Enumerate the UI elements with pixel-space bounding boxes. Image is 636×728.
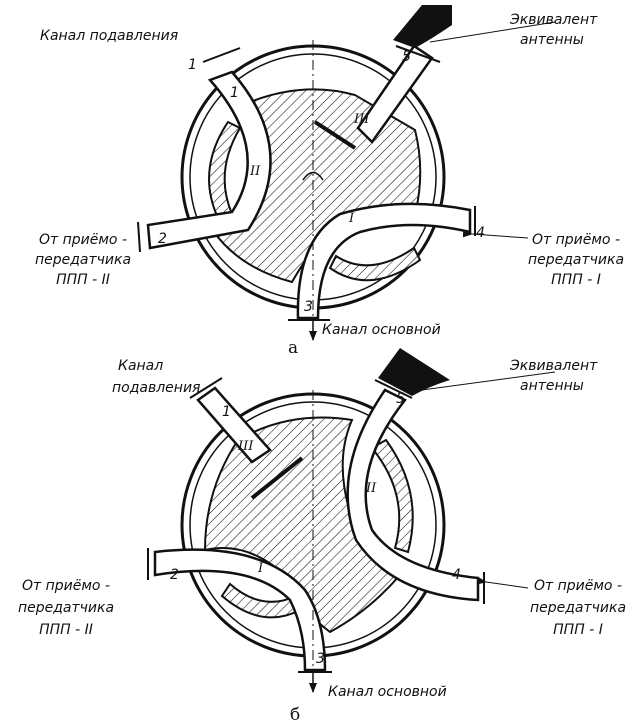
rotation-mark-a [302, 171, 324, 181]
port-b-1: 1 [222, 404, 231, 420]
roman-b-I: I [258, 561, 264, 576]
label-a-right-1: От приёмо - [531, 232, 620, 248]
port-a-5-flange [395, 45, 441, 63]
stub-a [313, 120, 357, 150]
stub-b [250, 456, 304, 500]
crescent-a-left [208, 120, 242, 220]
label-b-left-1: От приёмо - [21, 578, 110, 594]
waveguide-b-I [153, 548, 327, 672]
diagram-b [147, 348, 556, 693]
port-a-1-inner: 1 [230, 85, 239, 101]
waveguide-b-II [346, 388, 480, 602]
caption-b: б [290, 705, 301, 725]
label-b-left-3: ППП - II [39, 622, 93, 638]
label-a-left-2: передатчика [34, 252, 132, 268]
port-a-1-flange [202, 47, 241, 63]
waveguide-a-III [356, 44, 434, 144]
label-a-right-3: ППП - I [551, 272, 601, 288]
port-a-3: 3 [304, 299, 313, 315]
crescent-a-bottom [328, 246, 422, 282]
waveguide-b-III [196, 386, 272, 464]
roman-b-II: II [366, 481, 377, 496]
port-a-2: 2 [158, 231, 167, 247]
label-b-main: Канал основной [328, 684, 447, 700]
label-b-suppression-1: Канал [118, 358, 164, 374]
port-b-5: 5 [396, 391, 405, 407]
leader-b-antenna [421, 371, 556, 391]
leader-a-ppp1 [462, 229, 529, 239]
port-b-5-flange [374, 379, 413, 399]
antenna-load-b [378, 348, 450, 396]
port-b-3: 3 [316, 651, 325, 667]
roman-b-III: III [238, 439, 254, 454]
label-a-suppression: Канал подавления [40, 28, 179, 44]
port-b-2: 2 [170, 567, 179, 583]
port-a-4: 4 [476, 225, 485, 241]
label-b-antenna-2: антенны [520, 378, 584, 394]
port-a-2-flange [137, 221, 141, 253]
label-a-antenna-2: антенны [520, 32, 584, 48]
port-a-1: 1 [188, 57, 197, 73]
roman-a-III: III [354, 112, 370, 127]
leader-a-antenna [429, 21, 556, 43]
label-b-suppression-2: подавления [112, 380, 201, 396]
waveguide-a-II [146, 70, 272, 250]
port-b-1-flange [189, 377, 223, 399]
waveguide-a-I [296, 202, 472, 320]
label-a-main: Канал основной [322, 322, 441, 338]
label-b-antenna-1: Эквивалент [510, 358, 598, 374]
label-b-right-2: передатчика [529, 600, 627, 616]
label-a-right-2: передатчика [527, 252, 625, 268]
label-b-right-3: ППП - I [553, 622, 603, 638]
label-b-right-1: От приёмо - [533, 578, 622, 594]
crescent-b-right [370, 438, 414, 554]
leader-b-ppp1 [476, 576, 529, 589]
roman-a-I: I [349, 211, 355, 226]
diagram-a [137, 5, 556, 341]
label-a-antenna-1: Эквивалент [510, 12, 598, 28]
port-b-4: 4 [452, 567, 461, 583]
caption-a: а [288, 338, 299, 358]
port-a-5: 5 [402, 49, 411, 65]
label-b-left-2: передатчика [17, 600, 115, 616]
roman-a-II: II [250, 164, 261, 179]
label-a-left-3: ППП - II [56, 272, 110, 288]
label-a-left-1: От приёмо - [38, 232, 127, 248]
antenna-load-a [393, 5, 452, 48]
